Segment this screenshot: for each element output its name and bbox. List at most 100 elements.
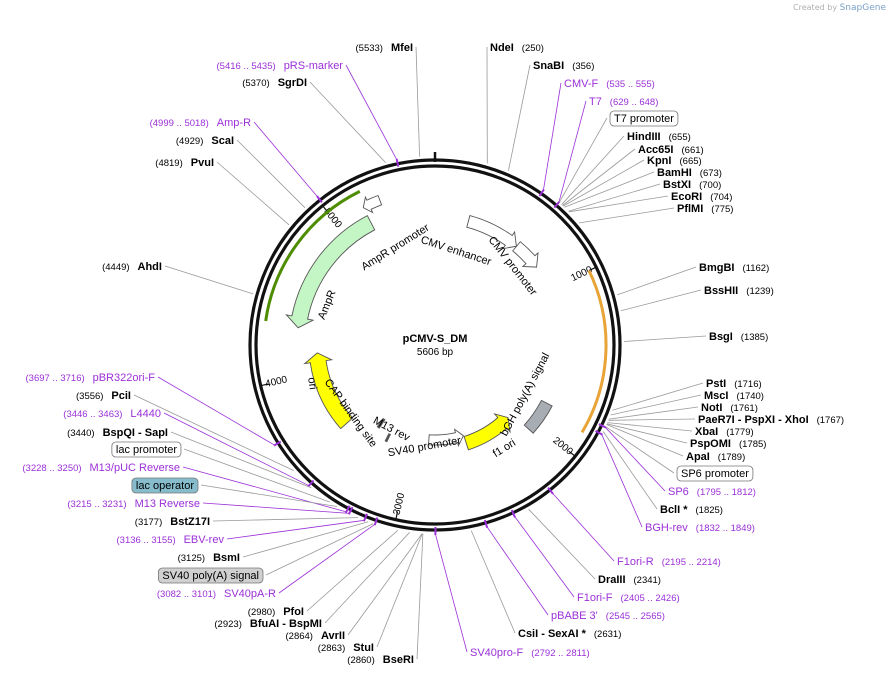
primer-f1ori-r: F1ori-R(2195 .. 2214) (552, 492, 721, 568)
restriction-site-psti: PstI(1716) (612, 378, 762, 411)
site-coord: (3228 .. 3250) (22, 463, 81, 474)
site-coord: (665) (680, 156, 702, 167)
leader-line (552, 492, 615, 562)
site-name: ApaI (686, 451, 710, 463)
restriction-site-pspomi: PspOMI(1785) (606, 423, 766, 450)
restriction-site-scai: ScaI(4929) (176, 135, 306, 209)
feature-box (111, 441, 182, 458)
leader-line (216, 161, 290, 226)
primer-bgh-rev: BGH-rev(1832 .. 1849) (601, 434, 755, 534)
site-coord: (2980) (248, 607, 275, 618)
leader-line (606, 424, 684, 457)
leader-line (182, 466, 347, 513)
site-name: pRS-marker (284, 60, 344, 72)
leader-line (606, 423, 688, 444)
site-name: KpnI (647, 155, 671, 167)
restriction-site-bamhi: BamHI(673) (564, 167, 722, 208)
site-name: CMV-F (564, 78, 599, 90)
leader-line (604, 426, 666, 492)
site-coord: (1162) (743, 263, 770, 274)
primer-cmv-f: CMV-F (535 .. 555) (543, 78, 655, 191)
site-name: BclI * (660, 504, 688, 516)
site-name: HindIII (627, 131, 661, 143)
primer-mark (483, 519, 489, 528)
backbone-outer-circle (248, 158, 622, 532)
site-coord: (1795 .. 1812) (697, 487, 756, 498)
feature-m13-rev (384, 433, 392, 443)
feature-label-cmv-enhancer: CMV enhancer (419, 234, 493, 268)
restriction-site-pcii: PciI(3556) (76, 390, 294, 471)
primer-m13-puc-reverse: M13/pUC Reverse(3228 .. 3250) (22, 462, 347, 513)
primer-sp6: SP6(1795 .. 1812) (604, 426, 756, 498)
leader-line (170, 431, 312, 489)
leader-line (562, 148, 636, 206)
tick-label-5000: 5000 (321, 206, 344, 231)
site-coord: (250) (522, 43, 544, 54)
site-name: BstXI (663, 179, 691, 191)
tick-label-3000: 3000 (392, 492, 408, 517)
feature-label-ampr: AmpR (316, 288, 339, 321)
site-coord: (5416 .. 5435) (217, 61, 276, 72)
leader-line (612, 382, 704, 411)
primer-mark (598, 423, 607, 429)
primer-sv40pa-r: SV40pA-R(3082 .. 3101) (157, 523, 376, 600)
restriction-site-bstz17i: BstZ17I(3177) (135, 516, 359, 528)
leader-line (226, 519, 365, 540)
site-name: PflMI (677, 203, 703, 215)
feature-sv40-promoter (428, 428, 464, 448)
restriction-site-xbai: XbaI(1779) (607, 422, 754, 438)
leader-line (608, 418, 696, 421)
leader-line (164, 265, 254, 295)
backbone-inner-circle (254, 164, 616, 526)
site-name: BstZ17I (170, 516, 210, 528)
site-coord: (1740) (737, 391, 764, 402)
leader-line (486, 526, 549, 616)
site-coord: (775) (711, 204, 733, 215)
restriction-site-paer7i-pspxi-xhoi: PaeR7I - PspXI - XhoI(1767) (608, 414, 844, 426)
leader-line (564, 171, 655, 208)
leader-line (345, 64, 398, 161)
plasmid-length: 5606 bp (417, 347, 454, 358)
site-coord: (700) (699, 180, 721, 191)
restriction-site-ecori: EcoRI(704) (569, 191, 732, 213)
feature-label-sp6-promoter: SP6 promoter (605, 426, 754, 482)
restriction-site-bspqi-sapi: BspQI - SapI(3440) (67, 427, 312, 489)
restriction-site-bsgi: BsgI(1385) (623, 331, 768, 343)
leader-line (415, 46, 420, 157)
snapgene-logo: SnapGene (839, 3, 886, 13)
site-name: SnaBI (533, 60, 564, 72)
site-coord: (661) (682, 145, 704, 156)
leader-line (602, 431, 658, 510)
site-coord: (2923) (214, 619, 241, 630)
leader-line (416, 533, 424, 660)
leader-line (608, 406, 699, 420)
site-coord: (3446 .. 3463) (63, 409, 122, 420)
restriction-site-hindiii: HindIII(655) (561, 131, 691, 205)
leader-line (568, 183, 661, 212)
site-name: pBR322ori-F (93, 372, 156, 384)
site-name: AvrII (321, 630, 345, 642)
leader-line (253, 121, 318, 198)
site-coord: (4999 .. 5018) (150, 118, 209, 129)
feature-label-lac-operator: lac operator (131, 477, 337, 507)
leader-line (306, 530, 399, 612)
site-coord: (673) (700, 168, 722, 179)
site-name: PciI (111, 390, 131, 402)
site-coord: (5533) (356, 43, 383, 54)
primer-sv40pro-f: SV40pro-F(2792 .. 2811) (435, 533, 590, 659)
feature-name: lac operator (136, 480, 194, 492)
site-coord: (2405 .. 2426) (621, 593, 680, 604)
site-coord: (704) (710, 192, 732, 203)
site-coord: (4819) (155, 158, 182, 169)
site-coord: (535 .. 555) (606, 79, 655, 90)
site-name: NdeI (490, 42, 514, 54)
site-coord: (2195 .. 2214) (662, 557, 721, 568)
feature-bgh-poly-a-signal (523, 399, 553, 434)
restriction-site-sgrdi: SgrDI(5370) (242, 77, 386, 163)
site-coord: (1761) (730, 403, 757, 414)
primer-mark (510, 509, 516, 518)
site-coord: (3697 .. 3716) (26, 373, 85, 384)
feature-box (131, 477, 199, 494)
